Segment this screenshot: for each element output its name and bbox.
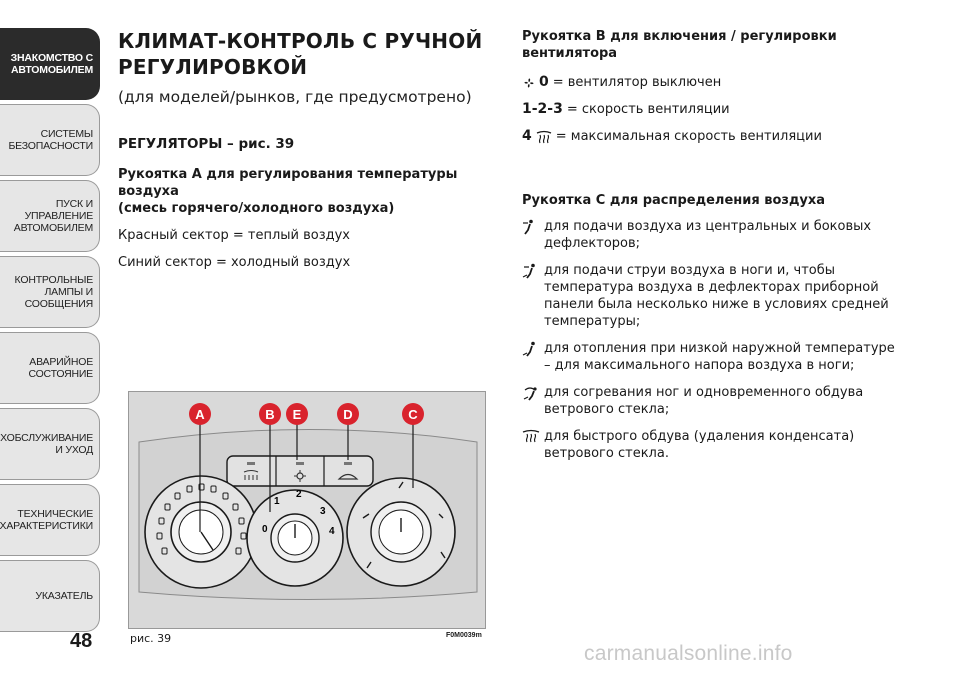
distribution-text: для быстрого обдува (удаления конденсата… <box>544 429 855 461</box>
label-c: C <box>408 407 418 422</box>
feet-vent-icon <box>522 341 535 357</box>
face-feet-vent-icon <box>522 263 535 279</box>
distribution-item: для быстрого обдува (удаления конденсата… <box>522 428 902 462</box>
face-vent-icon <box>523 219 533 235</box>
knob-c-heading: Рукоятка С для распределения воздуха <box>522 193 826 208</box>
climate-panel-figure: 0 1 2 3 4 A B <box>128 391 486 629</box>
distribution-item: для согревания ног и одновременного обду… <box>522 384 902 418</box>
fan-max-text: = максимальная скорость вентиляции <box>555 129 822 144</box>
fan-speed-line: 1-2-3 = скорость вентиляции <box>522 101 902 118</box>
fan-max-line: 4 = максимальная скорость вентиляции <box>522 128 902 145</box>
blue-sector-text: Синий сектор = холодный воздух <box>118 255 351 270</box>
distribution-item: для отопления при низкой наружной темпер… <box>522 340 902 374</box>
tab-starting-driving[interactable]: ПУСК И УПРАВЛЕНИЕ АВТОМОБИЛЕМ <box>0 180 100 252</box>
page-subtitle: (для моделей/рынков, где предусмотрено) <box>118 88 472 106</box>
fan-scale-0: 0 <box>262 524 268 535</box>
figure-caption: рис. 39 <box>130 632 172 645</box>
fan-icon <box>524 78 534 87</box>
distribution-text: для подачи струи воздуха в ноги и, чтобы… <box>544 263 889 329</box>
tab-tech-specs[interactable]: ТЕХНИЧЕСКИЕ ХАРАКТЕРИСТИКИ <box>0 484 100 556</box>
knob-b-heading: Рукоятка В для включения / регулировки в… <box>522 29 837 61</box>
distribution-text: для отопления при низкой наружной темпер… <box>544 341 895 373</box>
fan-off-line: 0 = вентилятор выключен <box>522 74 902 91</box>
fan-off-number: 0 <box>539 74 549 90</box>
page-number: 48 <box>70 630 93 652</box>
tab-warning-lights[interactable]: КОНТРОЛЬНЫЕ ЛАМПЫ И СООБЩЕНИЯ <box>0 256 100 328</box>
fan-scale-1: 1 <box>274 496 280 507</box>
fan-scale-2: 2 <box>296 489 302 500</box>
tab-intro[interactable]: ЗНАКОМСТВО С АВТОМОБИЛЕМ <box>0 28 100 100</box>
distribution-item: для подачи струи воздуха в ноги и, чтобы… <box>522 262 902 330</box>
knob-b: 0 1 2 3 4 <box>246 489 344 587</box>
right-column: Рукоятка В для включения / регулировки в… <box>522 28 902 462</box>
label-d: D <box>343 407 352 422</box>
label-a: A <box>195 407 205 422</box>
distribution-item: для подачи воздуха из центральных и боко… <box>522 218 902 252</box>
knob-a-heading: Рукоятка А для регулирования температуры… <box>118 167 458 216</box>
knob-a <box>144 475 258 589</box>
knob-c <box>346 477 456 587</box>
fan-speed-numbers: 1-2-3 <box>522 101 563 117</box>
fan-scale-4: 4 <box>329 526 335 537</box>
tab-safety[interactable]: СИСТЕМЫ БЕЗОПАСНОСТИ <box>0 104 100 176</box>
tab-emergency[interactable]: АВАРИЙНОЕ СОСТОЯНИЕ <box>0 332 100 404</box>
page-title: КЛИМАТ-КОНТРОЛЬ С РУЧНОЙ РЕГУЛИРОВКОЙ <box>118 29 483 79</box>
windscreen-defrost-icon <box>522 429 540 443</box>
distribution-text: для подачи воздуха из центральных и боко… <box>544 219 872 251</box>
windscreen-defrost-icon <box>536 130 552 143</box>
fan-max-number: 4 <box>522 128 532 144</box>
feet-windscreen-vent-icon <box>523 387 537 401</box>
label-e: E <box>293 407 302 422</box>
tab-maintenance[interactable]: ТЕХОБСЛУЖИВАНИЕ И УХОД <box>0 408 100 480</box>
left-column: КЛИМАТ-КОНТРОЛЬ С РУЧНОЙ РЕГУЛИРОВКОЙ (д… <box>118 28 503 271</box>
climate-panel-illustration: 0 1 2 3 4 A B <box>138 403 478 600</box>
tab-index[interactable]: УКАЗАТЕЛЬ <box>0 560 100 632</box>
fan-speed-text: = скорость вентиляции <box>566 102 730 117</box>
distribution-text: для согревания ног и одновременного обду… <box>544 385 864 417</box>
figure-code: F0M0039m <box>446 632 482 639</box>
watermark: carmanualsonline.info <box>584 642 793 665</box>
fan-scale-3: 3 <box>320 506 326 517</box>
regulators-heading: РЕГУЛЯТОРЫ – рис. 39 <box>118 136 295 152</box>
figure-labels: A B E D C <box>189 403 424 425</box>
label-b: B <box>265 407 274 422</box>
fan-off-text: = вентилятор выключен <box>552 75 722 90</box>
red-sector-text: Красный сектор = теплый воздух <box>118 228 351 243</box>
